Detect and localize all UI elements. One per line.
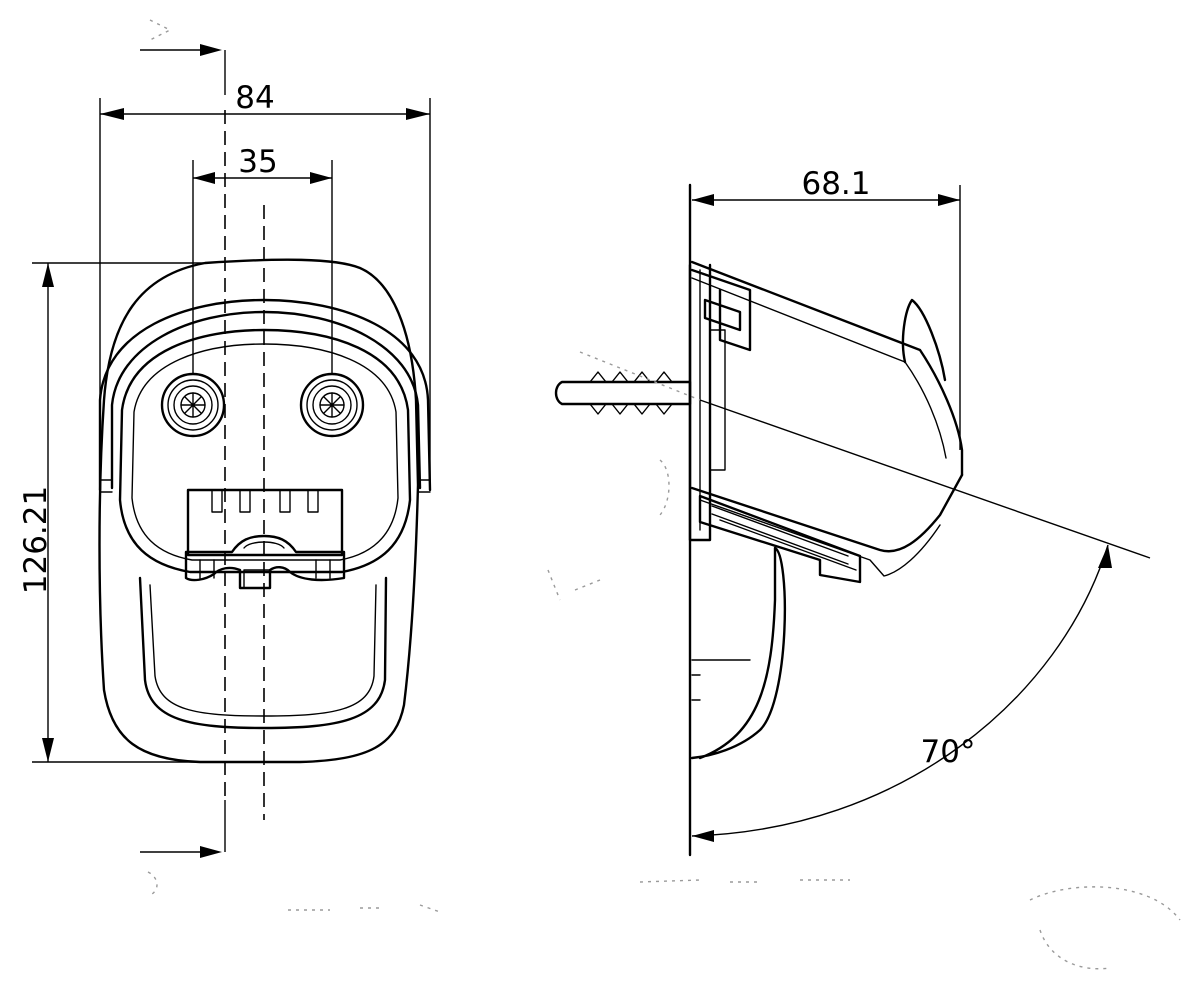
screw-left [160, 372, 226, 438]
faint-marks-front [147, 19, 441, 913]
inner-face-rim [131, 343, 399, 561]
dimension-overall-width: 84 [99, 80, 431, 490]
tilt-axis-line [699, 399, 1151, 559]
front-view: 84 35 126.21 [18, 19, 441, 913]
lower-tray [690, 473, 964, 553]
label-overall-height: 126.21 [18, 486, 54, 594]
section-arrow-bottom [140, 800, 226, 858]
lower-tray-ribs [711, 505, 857, 571]
wall-plug [554, 371, 692, 415]
lower-bowl [138, 576, 388, 730]
back-plate [688, 263, 712, 542]
hanging-bowl [690, 546, 787, 760]
side-view: 70° 68.1 [547, 166, 1181, 970]
label-screw-spacing: 35 [238, 144, 277, 180]
upper-arm-inner [691, 277, 947, 459]
label-overall-width: 84 [235, 80, 274, 116]
upper-arm [690, 260, 964, 477]
label-projection-depth: 68.1 [801, 166, 870, 202]
lower-tray-inner [699, 499, 941, 577]
lower-tray-clip [698, 494, 862, 584]
screw-right [299, 372, 365, 438]
dimension-screw-spacing: 35 [192, 144, 333, 374]
housing-outline [98, 258, 420, 764]
section-arrow-top [140, 44, 226, 95]
tilt-axis-extension [579, 351, 701, 401]
faint-marks-side [547, 459, 1181, 970]
dimension-tilt-angle: 70° [691, 544, 1112, 842]
upper-arm-lip [901, 298, 947, 382]
cup-hinge-left [99, 479, 113, 493]
inner-face [118, 328, 412, 574]
hanging-bowl-lines [691, 659, 751, 701]
cup-hinge-right [417, 479, 431, 493]
dimension-overall-height: 126.21 [18, 262, 205, 763]
cup-outer-arc [98, 298, 432, 492]
label-tilt-angle: 70° [921, 734, 976, 770]
upper-clip [690, 268, 752, 352]
cup-inner-arc [110, 310, 422, 490]
lower-bowl-inner [149, 584, 377, 717]
latch-block [184, 488, 346, 590]
dimension-projection-depth: 68.1 [692, 166, 961, 450]
